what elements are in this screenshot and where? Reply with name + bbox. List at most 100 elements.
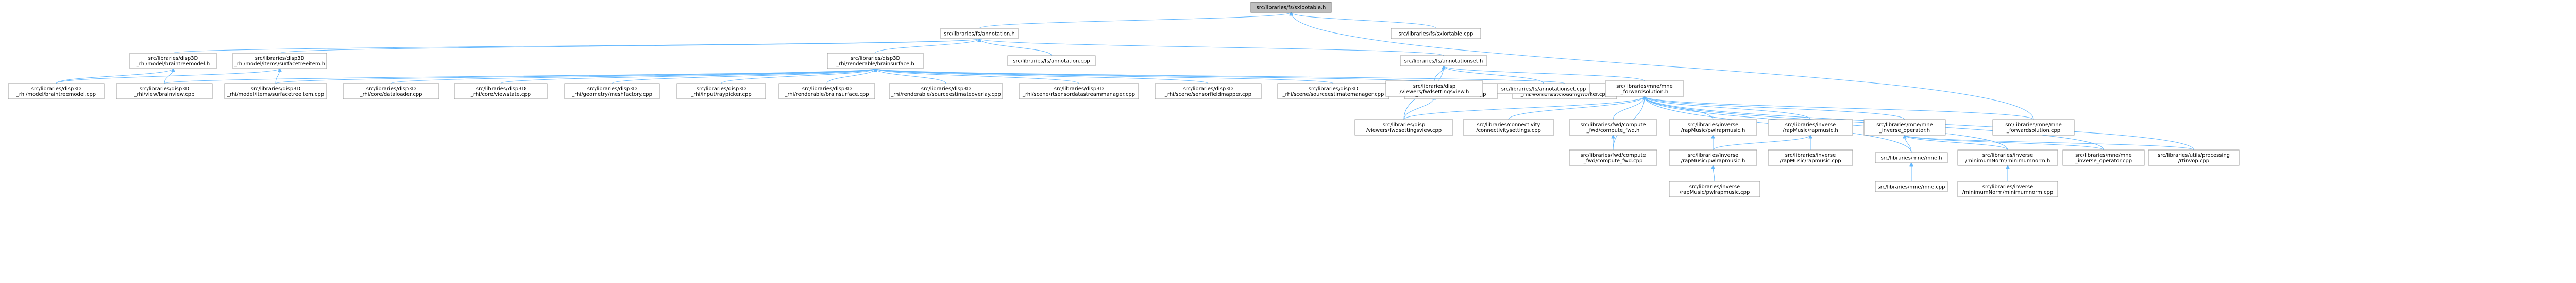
graph-node[interactable]: src/libraries/inverse/rapMusic/pwlrapmus…: [1669, 119, 1757, 136]
graph-node[interactable]: src/libraries/fwd/compute_fwd/compute_fw…: [1569, 119, 1657, 136]
graph-node[interactable]: src/libraries/disp/viewers/fwdsettingsvi…: [1385, 80, 1483, 97]
node-box: [940, 28, 1019, 39]
graph-node[interactable]: src/libraries/disp3D_rhi/view/brainview.…: [116, 83, 213, 99]
node-label: src/libraries/inverse: [1688, 153, 1738, 158]
node-label: _rhi/workers/stcloadingworker.cpp: [1520, 92, 1608, 97]
node-box: [1391, 28, 1481, 39]
node-label: _fwd/compute_fwd.h: [1586, 128, 1640, 134]
graph-node[interactable]: src/libraries/disp3D_rhi/model/items/sur…: [232, 53, 327, 69]
node-box: [1875, 152, 1948, 163]
graph-node[interactable]: src/libraries/disp/viewers/fwdsettingsvi…: [1354, 119, 1453, 136]
graph-node[interactable]: src/libraries/disp3D_rhi/geometry/meshfa…: [564, 83, 660, 99]
node-label: src/libraries/inverse: [1689, 184, 1740, 190]
node-label: _rhi/model/items/surfacetreeitem.h: [234, 61, 325, 67]
graph-node[interactable]: src/libraries/disp3D_rhi/model/braintree…: [8, 83, 105, 99]
graph-node[interactable]: src/libraries/mne/mne_inverse_operator.h: [1863, 119, 1946, 136]
node-label: src/libraries/disp3D: [587, 86, 637, 92]
node-label: src/libraries/disp3D: [255, 56, 305, 61]
graph-node[interactable]: src/libraries/fs/annotation.cpp: [1007, 55, 1096, 66]
graph-node[interactable]: src/libraries/disp3D_rhi/core/viewstate.…: [454, 83, 548, 99]
graph-node[interactable]: src/libraries/mne/mne.h: [1875, 152, 1948, 163]
node-label: src/libraries/disp3D: [148, 56, 198, 61]
graph-node[interactable]: src/libraries/disp3D_rhi/input/raypicker…: [676, 83, 766, 99]
node-box: [1669, 149, 1757, 166]
node-label: src/libraries/fs/annotationset.h: [1404, 59, 1483, 64]
node-label: src/libraries/disp3D: [1183, 86, 1233, 92]
node-label: _rhi/scene/sourceestimatemanager.cpp: [1282, 92, 1384, 97]
graph-node[interactable]: src/libraries/fs/sxlortable.cpp: [1391, 28, 1481, 39]
graph-node[interactable]: src/libraries/mne/mne_forwardsolution.h: [1605, 80, 1684, 97]
node-label: _rhi/renderable/sourceestimateoverlay.cp…: [890, 92, 1001, 97]
edge-n4-n8: [56, 69, 280, 84]
node-label: src/libraries/fs/annotationset.cpp: [1501, 87, 1586, 92]
graph-node[interactable]: src/libraries/fs/annotationset.cpp: [1497, 83, 1590, 94]
node-label: src/libraries/inverse: [1785, 122, 1836, 128]
node-label: /rapMusic/rapmusic.cpp: [1780, 158, 1841, 164]
graph-node[interactable]: src/libraries/inverse/rapMusic/rapmusic.…: [1768, 149, 1853, 166]
graph-node[interactable]: src/libraries/disp3D_rhi/model/items/sur…: [224, 83, 327, 99]
edge-n33-n39: [1713, 165, 1715, 182]
node-label: _rhi/renderable/brainsurface.h: [836, 61, 914, 67]
edge-n4-n10: [275, 69, 280, 84]
node-box: [1155, 83, 1262, 99]
graph-node[interactable]: src/libraries/mne/mne.cpp: [1875, 181, 1948, 192]
graph-node[interactable]: src/libraries/inverse/minimumNorm/minimu…: [1957, 149, 2058, 166]
graph-node[interactable]: src/libraries/mne/mne_inverse_operator.c…: [2062, 149, 2145, 166]
node-label: _rhi/renderable/brainsurface.cpp: [784, 92, 869, 97]
graph-node[interactable]: src/libraries/utils/processing/rtinvop.c…: [2148, 149, 2240, 166]
node-label: _rhi/scene/rtsensordatastreammanager.cpp: [1022, 92, 1135, 97]
node-label: src/libraries/mne/mne: [1876, 122, 1933, 128]
node-label: src/libraries/connectivity: [1477, 122, 1540, 128]
node-box: [1863, 119, 1946, 136]
node-label: /minimumNorm/minimumnorm.cpp: [1962, 190, 2053, 195]
graph-node[interactable]: src/libraries/disp3D_rhi/renderable/brai…: [778, 83, 875, 99]
node-box: [1957, 149, 2058, 166]
edge-n1-n6: [979, 39, 1052, 56]
node-box: [1019, 83, 1139, 99]
graph-node[interactable]: src/libraries/disp3D_rhi/renderable/brai…: [827, 53, 924, 69]
edge-n5-n14: [721, 69, 875, 84]
edge-n5-n19: [875, 69, 1334, 84]
graph-node[interactable]: src/libraries/fwd/compute_fwd/compute_fw…: [1569, 149, 1657, 166]
graph-node[interactable]: src/libraries/fs/annotationset.h: [1400, 55, 1487, 66]
node-label: src/libraries/disp: [1383, 122, 1425, 128]
graph-node[interactable]: src/libraries/disp3D_rhi/scene/rtsensord…: [1019, 83, 1139, 99]
graph-node[interactable]: src/libraries/inverse/rapMusic/rapmusic.…: [1768, 119, 1853, 136]
node-label: /rapMusic/pwlrapmusic.h: [1681, 158, 1745, 164]
node-label: src/libraries/inverse: [1982, 153, 2033, 158]
graph-node[interactable]: src/libraries/inverse/minimumNorm/minimu…: [1957, 181, 2058, 197]
node-label: src/libraries/disp3D: [851, 56, 901, 61]
node-box: [1605, 80, 1684, 97]
graph-node[interactable]: src/libraries/fs/annotation.h: [940, 28, 1019, 39]
graph-node[interactable]: src/libraries/inverse/rapMusic/pwlrapmus…: [1669, 149, 1757, 166]
graph-node[interactable]: src/libraries/mne/mne_forwardsolution.cp…: [1992, 119, 2075, 136]
graph-node[interactable]: src/libraries/inverse/rapMusic/pwlrapmus…: [1669, 181, 1760, 197]
graph-node[interactable]: src/libraries/connectivity/connectivitys…: [1463, 119, 1554, 136]
edge-n30-n37: [1905, 135, 2104, 151]
node-label: src/libraries/inverse: [1688, 122, 1738, 128]
edge-n24-n26: [1508, 96, 1645, 120]
edge-n5-n15: [826, 69, 875, 84]
edge-n24-n29: [1645, 96, 1811, 120]
node-box: [1463, 119, 1554, 136]
node-label: _inverse_operator.h: [1879, 128, 1930, 134]
graph-node[interactable]: src/libraries/disp3D_rhi/core/dataloader…: [343, 83, 439, 99]
node-box: [224, 83, 327, 99]
edge-n5-n17: [875, 69, 1079, 84]
edge-n5-n12: [500, 69, 875, 84]
edge-n24-n25: [1403, 96, 1645, 120]
node-box: [116, 83, 213, 99]
node-box: [1669, 119, 1757, 136]
edges-layer: [56, 12, 2194, 182]
graph-node[interactable]: src/libraries/disp3D_rhi/model/braintree…: [129, 53, 217, 69]
node-box: [1277, 83, 1389, 99]
node-box: [564, 83, 660, 99]
node-label: src/libraries/mne/mne: [1616, 84, 1673, 89]
edge-n5-n20: [875, 69, 1451, 84]
graph-node[interactable]: src/libraries/disp3D_rhi/scene/sensorfie…: [1155, 83, 1262, 99]
node-label: _rhi/core/viewstate.cpp: [470, 92, 531, 97]
node-label: /rapMusic/pwlrapmusic.cpp: [1680, 190, 1750, 195]
graph-node[interactable]: src/libraries/disp3D_rhi/renderable/sour…: [889, 83, 1003, 99]
graph-node[interactable]: src/libraries/disp3D_rhi/scene/sourceest…: [1277, 83, 1389, 99]
